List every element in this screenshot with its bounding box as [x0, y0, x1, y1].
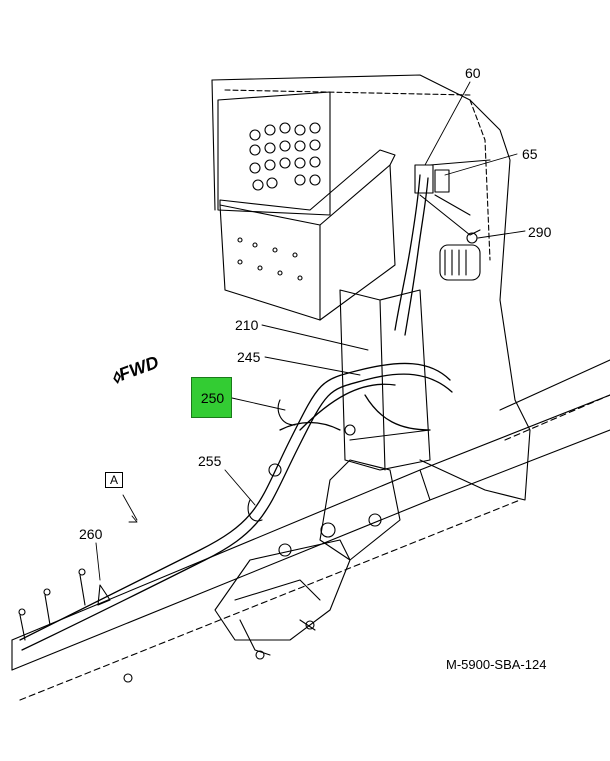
mounting-post	[339, 289, 431, 471]
shelf-bracket	[219, 149, 396, 321]
callout-255: 255	[198, 453, 222, 469]
harness-studs	[18, 568, 133, 683]
lower-bracket-assembly	[214, 459, 401, 660]
callout-210: 210	[235, 317, 259, 333]
callout-65: 65	[522, 146, 538, 162]
callout-60: 60	[465, 65, 481, 81]
frame-rail	[11, 359, 610, 701]
drawing-number: M-5900-SBA-124	[446, 657, 547, 672]
perforated-plate	[217, 91, 331, 216]
callout-250: 250	[200, 390, 225, 406]
vertical-bracket-plate	[211, 74, 531, 501]
callout-260: 260	[79, 526, 103, 542]
harness-clips	[247, 399, 356, 522]
leader-lines	[95, 81, 526, 581]
connector-cluster	[414, 164, 481, 281]
view-label-box: A	[105, 472, 123, 488]
wire-harness	[19, 174, 453, 651]
callout-245: 245	[237, 349, 261, 365]
callout-250-highlight[interactable]: 250	[191, 377, 232, 418]
callout-290: 290	[528, 224, 552, 240]
